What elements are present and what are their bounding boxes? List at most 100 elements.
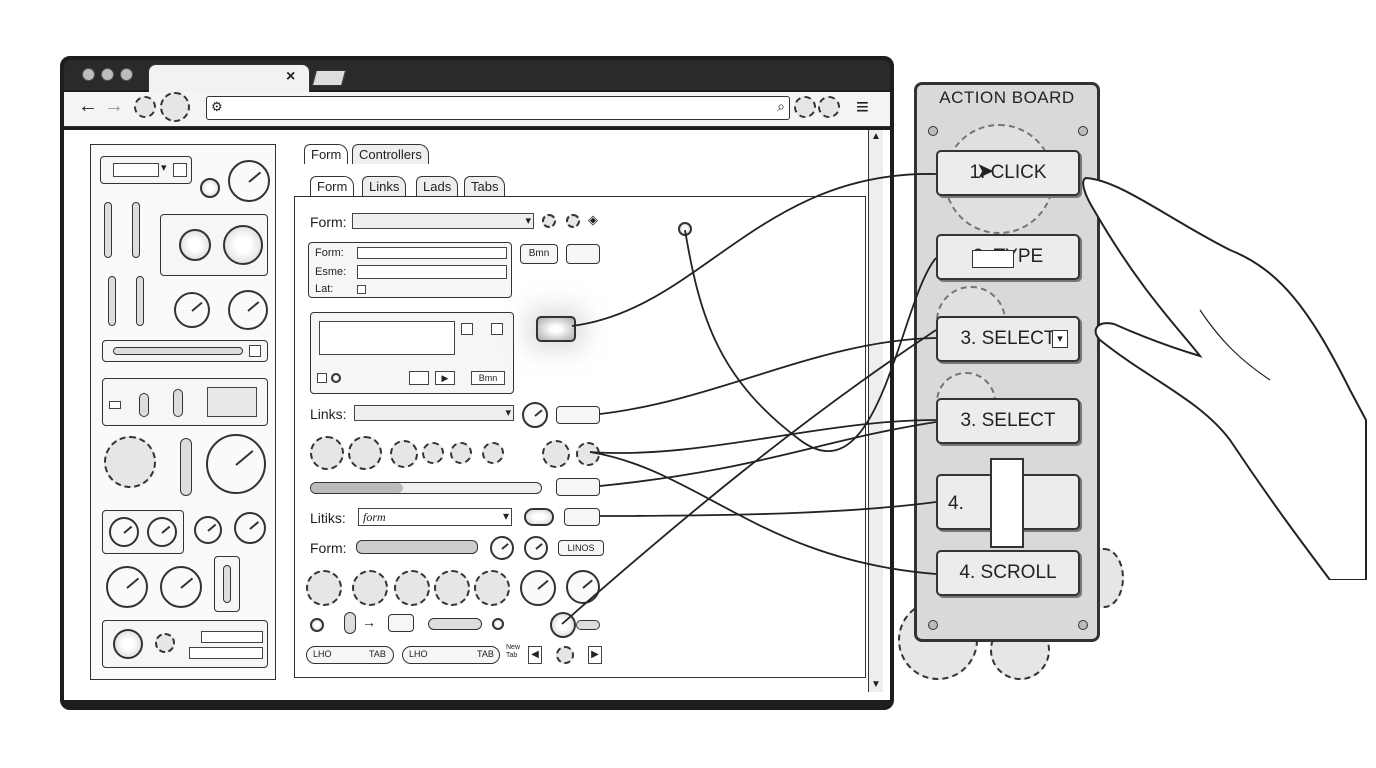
links-select[interactable]: ▾ (354, 405, 514, 421)
tab-lads[interactable]: Lads (416, 176, 459, 196)
lever-2[interactable] (136, 276, 144, 326)
settings-gear-icon[interactable] (134, 96, 156, 118)
media-button-a[interactable] (461, 323, 473, 335)
lever-1[interactable] (108, 276, 116, 326)
option-gear-icon-1[interactable] (542, 214, 556, 228)
window-minimize-dot[interactable] (101, 68, 114, 81)
tab-links[interactable]: Links (362, 176, 407, 196)
forward-icon[interactable]: → (104, 95, 124, 117)
prev-icon[interactable]: ◀ (528, 646, 542, 664)
window-maximize-dot[interactable] (120, 68, 133, 81)
dial-knob-3[interactable] (394, 570, 430, 606)
action-select-button-1[interactable]: 3. SELECT ▾ (936, 316, 1080, 362)
hamburger-icon[interactable]: ≡ (856, 94, 869, 119)
bottom-gear-knob[interactable] (155, 633, 175, 653)
vertical-scrollbar[interactable]: ▲ ▼ (868, 130, 883, 692)
horizontal-slider[interactable] (113, 347, 243, 355)
stepper-1[interactable]: LHO TAB (306, 646, 394, 664)
back-icon[interactable]: ← (78, 95, 98, 117)
toggle-switch-1[interactable] (139, 393, 149, 417)
chain-gear-6[interactable] (482, 442, 504, 464)
rotary-knob-1[interactable] (179, 229, 211, 261)
field-input-form[interactable] (357, 247, 507, 259)
wire-hub-knob[interactable] (550, 612, 576, 638)
dropdown-button[interactable] (173, 163, 187, 177)
field-checkbox-lat[interactable] (357, 285, 366, 294)
small-square-button[interactable] (388, 614, 414, 632)
media-stop-button[interactable] (317, 373, 327, 383)
small-knob[interactable] (310, 618, 324, 632)
tab-controllers[interactable]: Controllers (352, 144, 429, 164)
small-slider-2[interactable] (576, 620, 600, 630)
litiks-button[interactable] (564, 508, 600, 526)
action-scroll-step-button[interactable]: 4. (936, 458, 1080, 548)
bottom-knob[interactable] (113, 629, 143, 659)
window-close-dot[interactable] (82, 68, 95, 81)
action-scroll-button[interactable]: 4. SCROLL (936, 550, 1080, 596)
media-record-button[interactable] (331, 373, 341, 383)
action-click-button[interactable]: 1. CLICK ➤ (936, 150, 1080, 196)
browser-tab[interactable] (148, 64, 310, 93)
rocker-switch-bank[interactable] (207, 387, 257, 417)
push-knob[interactable] (200, 178, 220, 198)
action-type-button[interactable]: 2. TYPE (936, 234, 1080, 280)
chain-gear-7[interactable] (542, 440, 570, 468)
chain-gear-8[interactable] (576, 442, 600, 466)
links-button[interactable] (556, 406, 600, 424)
chain-gear-1[interactable] (310, 436, 344, 470)
rotary-knob-2[interactable] (223, 225, 263, 265)
form-toggle-button[interactable]: LINOS (558, 540, 604, 556)
dropdown-widget[interactable]: ▾ (100, 156, 192, 184)
small-range-slider[interactable] (428, 618, 482, 630)
small-lever[interactable] (344, 612, 356, 634)
vertical-slider-2[interactable] (132, 202, 140, 258)
button-row-top[interactable] (201, 631, 263, 643)
diamond-gear-icon[interactable]: ◈ (588, 212, 598, 227)
tab-close-icon[interactable]: × (286, 68, 296, 85)
dial-knob-1[interactable] (306, 570, 342, 606)
tab-form-inner[interactable]: Form (310, 176, 355, 196)
progress-button[interactable] (556, 478, 600, 496)
chain-gear-2[interactable] (348, 436, 382, 470)
search-icon[interactable]: ⌕ (777, 98, 785, 114)
center-gear-icon[interactable] (556, 646, 574, 664)
slider-end-button[interactable] (249, 345, 261, 357)
next-icon[interactable]: ▶ (588, 646, 602, 664)
extensions-gear-icon[interactable] (160, 92, 190, 122)
form-button-2[interactable] (566, 244, 600, 264)
media-forward-button[interactable]: Bmn (471, 371, 505, 385)
glowing-led-button[interactable] (536, 316, 576, 342)
chain-gear-5[interactable] (450, 442, 472, 464)
toolbar-gear-icon-2[interactable] (818, 96, 840, 118)
address-bar[interactable]: ⚙ ⌕ (206, 96, 790, 120)
vertical-slider-1[interactable] (104, 202, 112, 258)
chain-gear-3[interactable] (390, 440, 418, 468)
form-select-1[interactable]: ▾ (352, 213, 534, 229)
scroll-down-icon[interactable]: ▼ (871, 679, 881, 690)
vertical-fader[interactable] (223, 565, 231, 603)
dial-knob-2[interactable] (352, 570, 388, 606)
action-select-button-2[interactable]: 3. SELECT (936, 398, 1080, 444)
textarea[interactable] (319, 321, 455, 355)
scroll-up-icon[interactable]: ▲ (871, 131, 881, 142)
dropdown-field[interactable] (113, 163, 159, 177)
field-input-esme[interactable] (357, 265, 507, 279)
media-rewind-button[interactable] (409, 371, 429, 385)
tiny-knob[interactable] (492, 618, 504, 630)
dial-knob-4[interactable] (434, 570, 470, 606)
dial-knob-5[interactable] (474, 570, 510, 606)
toolbar-gear-icon-1[interactable] (794, 96, 816, 118)
form-range-slider[interactable] (356, 540, 478, 554)
stepper-2[interactable]: LHO TAB (402, 646, 500, 664)
new-tab-button[interactable] (311, 70, 347, 86)
litiks-toggle[interactable] (524, 508, 554, 526)
tab-form-outer[interactable]: Form (304, 144, 349, 164)
button-row-bottom[interactable] (189, 647, 263, 659)
toggle-switch-2[interactable] (173, 389, 183, 417)
tab-tabs[interactable]: Tabs (464, 176, 506, 196)
option-gear-icon-2[interactable] (566, 214, 580, 228)
form-button-1[interactable]: Bmn (520, 244, 558, 264)
chain-gear-4[interactable] (422, 442, 444, 464)
media-play-button[interactable]: ▶ (435, 371, 455, 385)
litiks-input[interactable]: form ▾ (358, 508, 512, 526)
